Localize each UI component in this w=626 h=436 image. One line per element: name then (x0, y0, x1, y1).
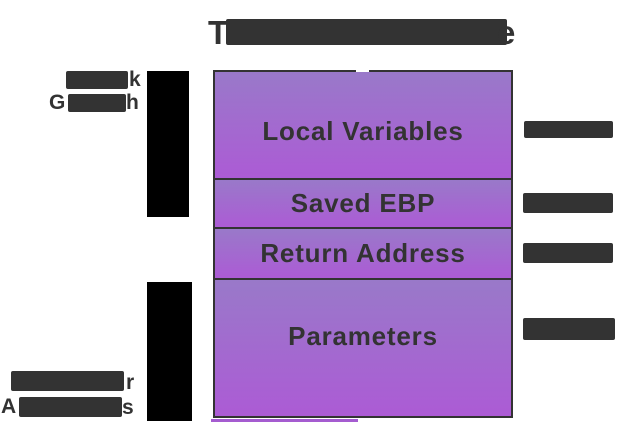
memory-offset-redaction-bar-return-address (523, 243, 613, 263)
higher-addresses-line2-fragment-start: A (1, 395, 17, 418)
stack-growth-arrow-redaction-bar (147, 71, 189, 217)
higher-addresses-line1-fragment: r (126, 371, 135, 394)
stack-row-saved-ebp: Saved EBP (215, 178, 511, 227)
stack-row-label: Return Address (260, 238, 466, 268)
stack-growth-line2-fragment-end: h (126, 91, 139, 114)
higher-addresses-line1-redaction-bar (11, 371, 124, 391)
stack-frame-box: Local Variables Saved EBP Return Address… (213, 70, 513, 418)
top-border-notch (356, 62, 369, 72)
memory-offset-redaction-bar-saved-ebp (523, 193, 613, 213)
memory-offset-redaction-bar-parameters (523, 318, 615, 340)
diagram-title-end: e (497, 14, 516, 51)
memory-offset-redaction-bar-local-variables (524, 121, 613, 138)
diagram-title-redaction-bar (226, 19, 507, 45)
stack-row-label: Saved EBP (290, 188, 436, 218)
stack-growth-line2-redaction-bar (68, 94, 126, 112)
higher-addresses-line2-redaction-bar (19, 397, 122, 417)
stack-growth-line2-fragment-start: G (49, 91, 66, 114)
higher-addresses-line2-fragment-end: s (122, 396, 134, 419)
stack-growth-line1-redaction-bar (66, 71, 128, 89)
bottom-purple-strip (211, 419, 358, 422)
higher-addresses-arrow-redaction-bar (147, 282, 192, 421)
stack-row-return-address: Return Address (215, 227, 511, 278)
stack-row-parameters: Parameters (215, 278, 511, 416)
stack-row-local-variables: Local Variables (215, 72, 511, 178)
stack-row-label: Local Variables (262, 115, 464, 146)
diagram-title-start: T (208, 14, 229, 51)
stack-row-label: Parameters (288, 320, 438, 351)
stack-growth-line1-fragment: k (129, 68, 141, 91)
